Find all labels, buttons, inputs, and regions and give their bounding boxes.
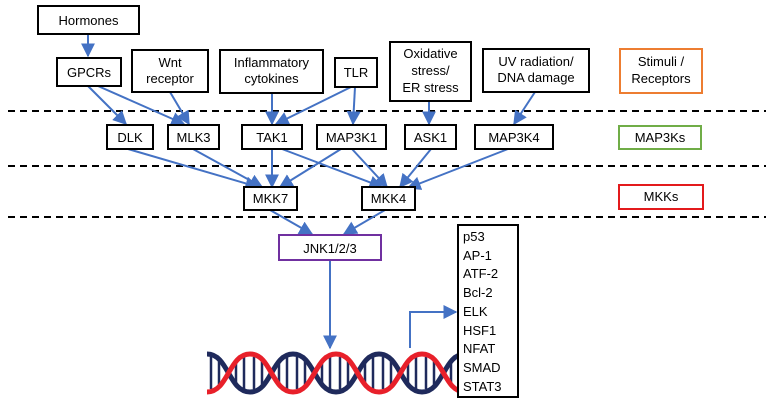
svg-text:cytokines: cytokines — [244, 71, 299, 86]
svg-text:MAP3K1: MAP3K1 — [326, 130, 377, 145]
target-item: p53 — [463, 229, 485, 244]
arrow-mkk4-jnk — [342, 209, 386, 235]
node-tlr: TLR — [334, 57, 378, 88]
legend-map3ks: MAP3Ks — [618, 125, 702, 150]
node-oxidative-stress: Oxidative stress/ ER stress — [389, 41, 472, 102]
node-jnk: JNK1/2/3 — [278, 234, 382, 261]
target-item: ELK — [463, 304, 488, 319]
target-item: ATF-2 — [463, 266, 498, 281]
target-item: STAT3 — [463, 379, 502, 394]
node-mkk4: MKK4 — [361, 186, 416, 211]
svg-text:MAP3K4: MAP3K4 — [488, 130, 539, 145]
svg-text:Oxidative: Oxidative — [403, 46, 457, 61]
dna-strand-red — [206, 351, 466, 395]
arrow-tlr-tak1 — [274, 86, 352, 125]
target-item: AP-1 — [463, 248, 492, 263]
arrow-map3k1-mkk7 — [278, 148, 342, 188]
svg-text:ASK1: ASK1 — [414, 130, 447, 145]
svg-text:JNK1/2/3: JNK1/2/3 — [303, 241, 356, 256]
node-mkk7: MKK7 — [243, 186, 298, 211]
svg-text:MAP3Ks: MAP3Ks — [635, 130, 686, 145]
svg-text:Wnt: Wnt — [158, 55, 182, 70]
arrow-tak1-mkk4 — [281, 148, 384, 190]
svg-text:ER stress: ER stress — [402, 80, 459, 95]
dna-base-pairs — [209, 357, 461, 389]
arrow-tlr-map3k1 — [346, 86, 361, 126]
svg-text:MKK7: MKK7 — [253, 191, 288, 206]
node-wnt-receptor: Wnt receptor — [131, 49, 209, 93]
node-tak1: TAK1 — [241, 124, 303, 150]
svg-text:Receptors: Receptors — [631, 71, 691, 86]
node-map3k4: MAP3K4 — [474, 124, 554, 150]
arrow-dna-targets — [409, 305, 458, 348]
svg-text:Hormones: Hormones — [59, 13, 119, 28]
arrow-gpcrs-dlk — [87, 85, 127, 125]
node-map3k1: MAP3K1 — [316, 124, 387, 150]
legend-mkks: MKKs — [618, 184, 704, 210]
svg-text:UV radiation/: UV radiation/ — [498, 54, 574, 69]
target-item: Bcl-2 — [463, 285, 493, 300]
svg-text:receptor: receptor — [146, 71, 194, 86]
arrow-map3k1-mkk4 — [351, 148, 388, 189]
svg-text:DLK: DLK — [117, 130, 143, 145]
node-dlk: DLK — [106, 124, 154, 150]
node-uv-radiation: UV radiation/ DNA damage — [482, 48, 590, 93]
svg-text:DNA damage: DNA damage — [497, 70, 574, 85]
svg-text:MKK4: MKK4 — [371, 191, 406, 206]
svg-text:stress/: stress/ — [411, 63, 450, 78]
target-item: NFAT — [463, 341, 495, 356]
arrow-map3k4-mkk4 — [406, 148, 509, 190]
target-item: SMAD — [463, 360, 501, 375]
svg-text:Inflammatory: Inflammatory — [234, 55, 310, 70]
arrow-mkk7-jnk — [269, 209, 314, 235]
dna-strand-navy — [206, 351, 466, 395]
legend-stimuli-receptors: Stimuli / Receptors — [619, 48, 703, 94]
node-ask1: ASK1 — [404, 124, 457, 150]
node-gpcrs: GPCRs — [56, 57, 122, 87]
arrow-wnt-mlk3 — [169, 91, 190, 126]
svg-text:Stimuli /: Stimuli / — [638, 54, 685, 69]
arrow-gpcrs-mlk3 — [97, 85, 186, 126]
tier-separators — [8, 110, 766, 218]
svg-text:TAK1: TAK1 — [256, 130, 288, 145]
arrow-uv-map3k4 — [513, 91, 536, 126]
arrow-dlk-mkk7 — [127, 148, 260, 191]
node-inflammatory-cytokines: Inflammatory cytokines — [219, 49, 324, 94]
arrow-mlk3-mkk7 — [192, 148, 264, 188]
svg-text:MKKs: MKKs — [644, 189, 679, 204]
pathway-arrows — [81, 34, 536, 350]
svg-text:MLK3: MLK3 — [177, 130, 211, 145]
svg-text:TLR: TLR — [344, 65, 369, 80]
dna-helix-icon — [206, 351, 466, 395]
arrow-ask1-mkk4 — [399, 148, 432, 189]
node-mlk3: MLK3 — [167, 124, 220, 150]
node-hormones: Hormones — [37, 5, 140, 35]
target-item: HSF1 — [463, 323, 496, 338]
svg-text:GPCRs: GPCRs — [67, 65, 112, 80]
